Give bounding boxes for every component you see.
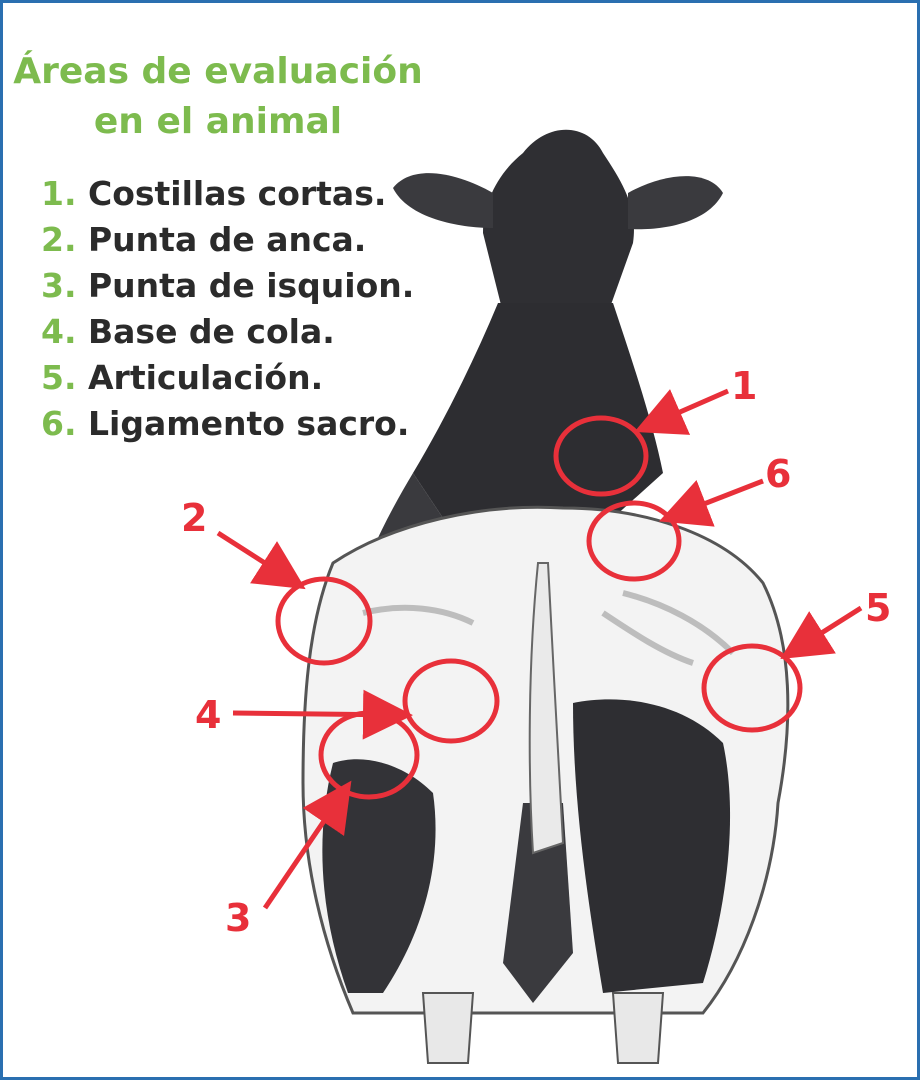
callout-label-1: 1 — [731, 364, 757, 408]
cow-leg-right — [613, 993, 663, 1063]
legend-label: Costillas cortas. — [88, 174, 386, 213]
legend-number: 4. — [41, 312, 77, 351]
cow-leg-left — [423, 993, 473, 1063]
arrow-2 — [218, 533, 293, 581]
legend-number: 6. — [41, 404, 77, 443]
legend-number: 2. — [41, 220, 77, 259]
legend-number: 1. — [41, 174, 77, 213]
legend-item: 2. Punta de anca. — [41, 217, 414, 263]
callout-label-2: 2 — [181, 496, 207, 540]
legend-item: 3. Punta de isquion. — [41, 263, 414, 309]
callout-label-5: 5 — [865, 586, 891, 630]
callout-label-4: 4 — [195, 693, 221, 737]
cow-head — [483, 130, 634, 313]
cow-rear-view-diagram: 1 6 2 4 3 5 — [3, 3, 920, 1083]
legend-label: Base de cola. — [88, 312, 335, 351]
legend-label: Punta de isquion. — [88, 266, 414, 305]
cow-ear-right — [628, 176, 723, 229]
legend-label: Punta de anca. — [88, 220, 366, 259]
title-line-2: en el animal — [3, 97, 433, 147]
legend-number: 5. — [41, 358, 77, 397]
legend-item: 6. Ligamento sacro. — [41, 401, 414, 447]
legend-item: 1. Costillas cortas. — [41, 171, 414, 217]
arrow-6 — [673, 481, 763, 516]
legend-label: Ligamento sacro. — [88, 404, 409, 443]
legend-item: 4. Base de cola. — [41, 309, 414, 355]
diagram-title: Áreas de evaluación en el animal — [3, 47, 433, 147]
arrow-5 — [793, 608, 861, 651]
legend-number: 3. — [41, 266, 77, 305]
title-line-1: Áreas de evaluación — [3, 47, 433, 97]
arrow-4 — [233, 713, 398, 715]
callout-label-3: 3 — [225, 896, 251, 940]
arrow-1 — [648, 391, 728, 426]
callout-label-6: 6 — [765, 452, 791, 496]
legend-label: Articulación. — [88, 358, 323, 397]
legend-item: 5. Articulación. — [41, 355, 414, 401]
cow-patch-right — [573, 699, 730, 993]
evaluation-areas-legend: 1. Costillas cortas. 2. Punta de anca. 3… — [41, 171, 414, 447]
